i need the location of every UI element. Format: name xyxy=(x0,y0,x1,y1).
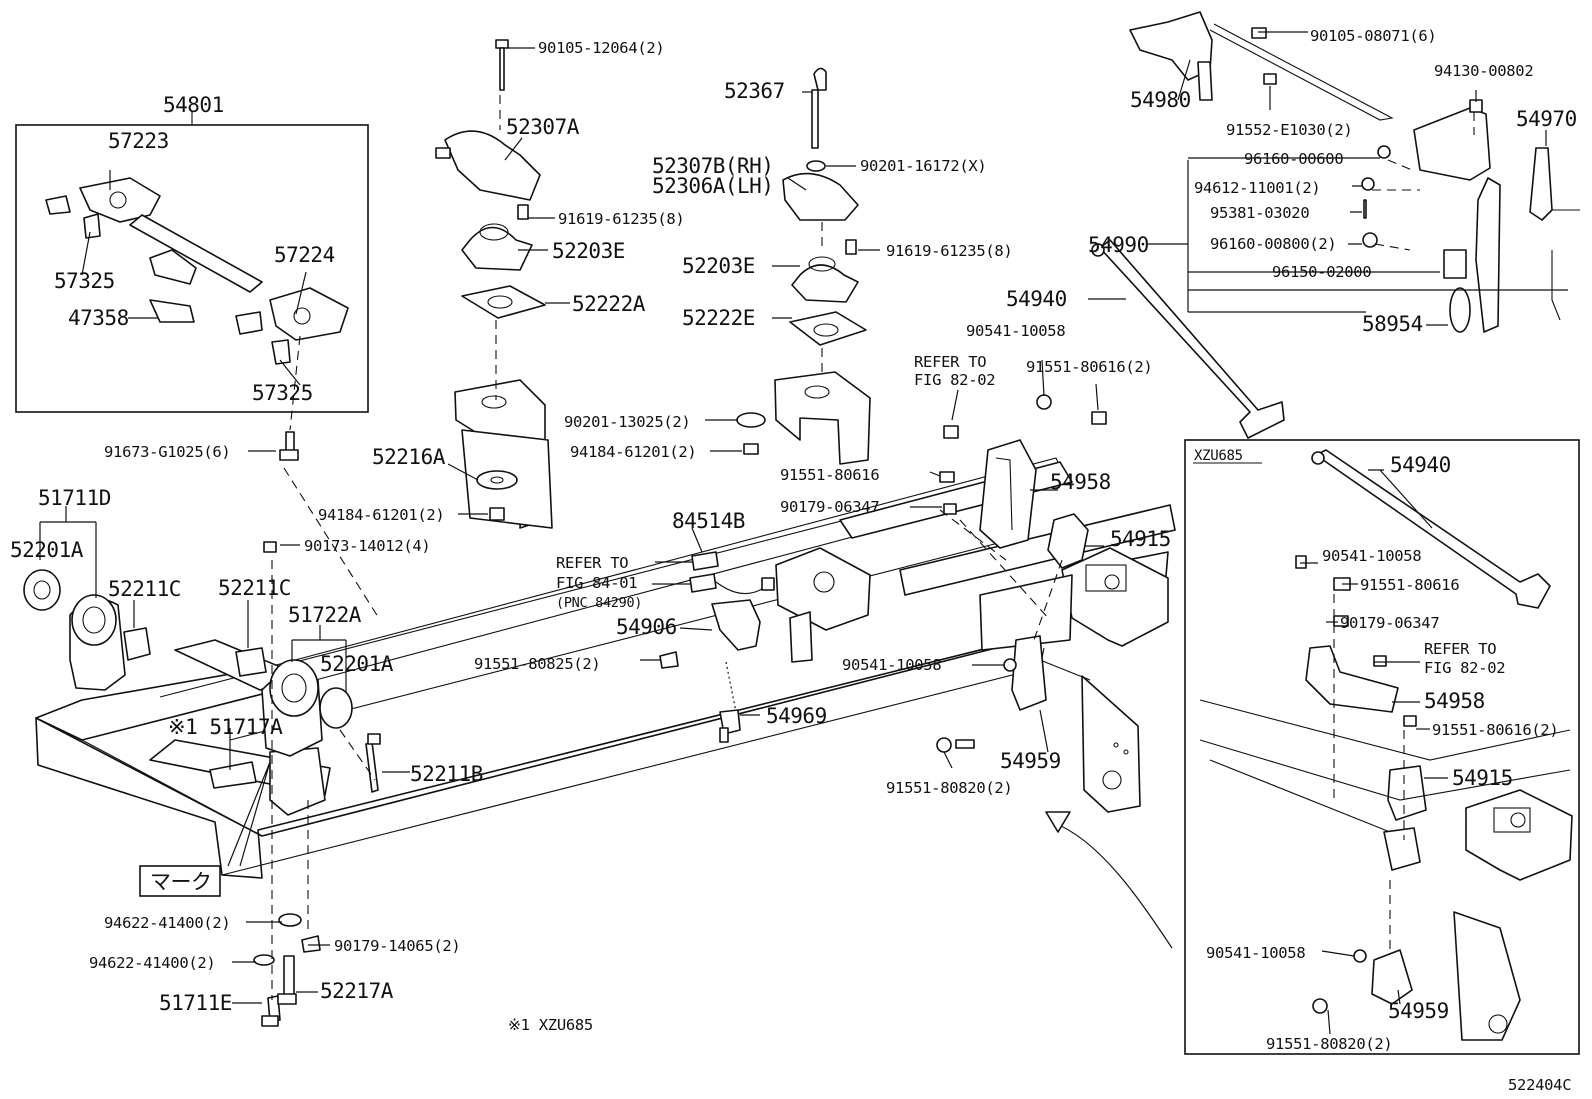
label-52222E: 52222E xyxy=(682,306,755,330)
label-57325: 57325 xyxy=(54,269,115,293)
label-54969: 54969 xyxy=(766,704,827,728)
label-52203E: 52203E xyxy=(552,239,625,263)
label-91673-G1025: 91673-G1025(6) xyxy=(104,443,230,461)
label-95381-03020: 95381-03020 xyxy=(1210,204,1309,222)
label-54915: 54915 xyxy=(1110,527,1171,551)
mark-box xyxy=(139,865,221,897)
label-90201-16172: 90201-16172(X) xyxy=(860,157,986,175)
inset-label-54915: 54915 xyxy=(1452,766,1513,790)
label-51717A: ※1 51717A xyxy=(168,715,283,739)
label-90541-10058-b: 90541-10058 xyxy=(842,656,941,674)
label-52367: 52367 xyxy=(724,79,785,103)
label-58954: 58954 xyxy=(1362,312,1423,336)
inset-label-90541-10058: 90541-10058 xyxy=(1322,547,1421,565)
label-90179-06347: 90179-06347 xyxy=(780,498,879,516)
label-91551-80616: 91551-80616 xyxy=(780,466,879,484)
label-52211C: 52211C xyxy=(108,577,181,601)
inset-label-54959: 54959 xyxy=(1388,999,1449,1023)
inset-label-fig-82-02: FIG 82-02 xyxy=(1424,659,1505,677)
label-fig-82-02: FIG 82-02 xyxy=(914,371,995,389)
label-54906: 54906 xyxy=(616,615,677,639)
inset-label-91551-80616: 91551-80616 xyxy=(1360,576,1459,594)
label-90173-14012: 90173-14012(4) xyxy=(304,537,430,555)
label-90105-12064: 90105-12064(2) xyxy=(538,39,664,57)
engine-mount-left xyxy=(23,431,410,1027)
label-91619-61235-b: 91619-61235(8) xyxy=(886,242,1012,260)
label-54959: 54959 xyxy=(1000,749,1061,773)
label-94184-61201: 94184-61201(2) xyxy=(570,443,696,461)
diagram-code: 522404C xyxy=(1508,1076,1571,1094)
label-52307B-RH: 52307B(RH) xyxy=(652,154,773,178)
center-lower-parts xyxy=(640,527,775,743)
label-94622-41400-b: 94622-41400(2) xyxy=(89,954,215,972)
label-refer-to-b: REFER TO xyxy=(914,353,986,371)
label-57224: 57224 xyxy=(274,243,335,267)
engine-mount-center xyxy=(435,39,880,521)
inset-label-refer-to: REFER TO xyxy=(1424,640,1496,658)
stabilizer-assembly xyxy=(45,170,349,431)
label-51711D: 51711D xyxy=(38,486,111,510)
labels: 54801 57223 57325 47358 57224 57325 9167… xyxy=(10,27,1577,1094)
inset-label-90179-06347: 90179-06347 xyxy=(1340,614,1439,632)
label-84514B: 84514B xyxy=(672,509,745,533)
label-57223: 57223 xyxy=(108,129,169,153)
label-52222A: 52222A xyxy=(572,292,646,316)
label-51711E: 51711E xyxy=(159,991,232,1015)
label-94184-61201-b: 94184-61201(2) xyxy=(318,506,444,524)
label-52216A: 52216A xyxy=(372,445,446,469)
label-52211C-b: 52211C xyxy=(218,576,291,600)
label-54801: 54801 xyxy=(163,93,224,117)
label-52201A: 52201A xyxy=(10,538,84,562)
label-54980: 54980 xyxy=(1130,88,1191,112)
spare-carrier xyxy=(910,11,1580,769)
footnote: ※1 XZU685 xyxy=(508,1016,593,1034)
inset-label-91551-80820: 91551-80820(2) xyxy=(1266,1035,1392,1053)
label-91619-61235: 91619-61235(8) xyxy=(558,210,684,228)
label-90105-08071: 90105-08071(6) xyxy=(1310,27,1436,45)
label-refer-to: REFER TO xyxy=(556,554,628,572)
label-pnc-84290: (PNC 84290) xyxy=(556,595,642,611)
label-51722A: 51722A xyxy=(288,603,362,627)
inset-label-91551-80616-2: 91551-80616(2) xyxy=(1432,721,1558,739)
label-91551-80825: 91551-80825(2) xyxy=(474,655,600,673)
inset-label-90541-10058-b: 90541-10058 xyxy=(1206,944,1305,962)
label-91551-80820: 91551-80820(2) xyxy=(886,779,1012,797)
label-57325-b: 57325 xyxy=(252,381,313,405)
label-91551-80616-2: 91551-80616(2) xyxy=(1026,358,1152,376)
label-52201A-b: 52201A xyxy=(320,652,394,676)
label-54990: 54990 xyxy=(1088,233,1149,257)
label-96160-00800: 96160-00800(2) xyxy=(1210,235,1336,253)
label-91552-E1030: 91552-E1030(2) xyxy=(1226,121,1352,139)
label-52306A-LH: 52306A(LH) xyxy=(652,174,773,198)
inset-drawing xyxy=(1199,449,1573,1041)
inset-title: XZU685 xyxy=(1194,448,1243,464)
label-94130-00802: 94130-00802 xyxy=(1434,62,1533,80)
label-96150-02000: 96150-02000 xyxy=(1272,263,1371,281)
label-fig-84-01: FIG 84-01 xyxy=(556,574,637,592)
label-90201-13025: 90201-13025(2) xyxy=(564,413,690,431)
label-54940: 54940 xyxy=(1006,287,1067,311)
label-52203E-b: 52203E xyxy=(682,254,755,278)
label-47358: 47358 xyxy=(68,306,129,330)
label-90541-10058: 90541-10058 xyxy=(966,322,1065,340)
label-54958: 54958 xyxy=(1050,470,1111,494)
inset-label-54940: 54940 xyxy=(1390,453,1451,477)
label-90179-14065: 90179-14065(2) xyxy=(334,937,460,955)
label-54970: 54970 xyxy=(1516,107,1577,131)
label-mark: マーク xyxy=(150,870,212,894)
inset-label-54958: 54958 xyxy=(1424,689,1485,713)
label-96160-00600: 96160-00600 xyxy=(1244,150,1343,168)
label-52217A: 52217A xyxy=(320,979,394,1003)
inset-xzu685 xyxy=(1184,439,1580,1055)
label-52307A: 52307A xyxy=(506,115,580,139)
frame-rails xyxy=(35,371,1176,949)
label-94622-41400: 94622-41400(2) xyxy=(104,914,230,932)
label-94612-11001: 94612-11001(2) xyxy=(1194,179,1320,197)
label-52211B: 52211B xyxy=(410,762,483,786)
